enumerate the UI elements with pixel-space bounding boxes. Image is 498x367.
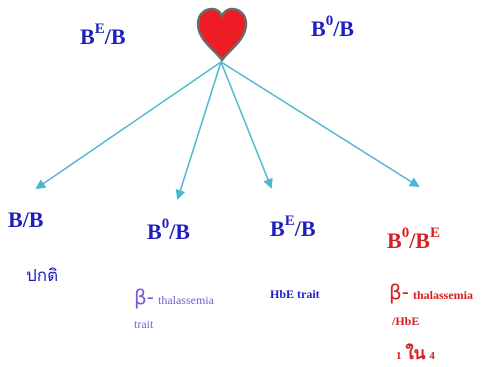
arrow-to-offspring-4 bbox=[220, 61, 420, 188]
arrow-to-offspring-3 bbox=[220, 61, 273, 189]
offspring-2-genotype: B0/B bbox=[147, 216, 190, 245]
offspring-1-label: ปกติ bbox=[26, 266, 59, 286]
offspring-4-label-line2: /HbE bbox=[392, 314, 420, 328]
offspring-2-label-line2: trait bbox=[134, 317, 154, 331]
heart-icon bbox=[196, 7, 248, 62]
beta-symbol: β- bbox=[134, 285, 154, 309]
arrow-to-offspring-2 bbox=[175, 61, 222, 200]
offspring-1-genotype: B/B bbox=[8, 207, 44, 232]
offspring-4-genotype: B0/BE bbox=[387, 225, 440, 254]
offspring-4-probability: 1 ใน 4 bbox=[396, 344, 435, 364]
offspring-4-label: β- thalassemia bbox=[389, 280, 473, 304]
beta-symbol: β- bbox=[389, 280, 409, 304]
arrow-to-offspring-1 bbox=[35, 61, 222, 190]
offspring-2-label-word: thalassemia bbox=[157, 293, 214, 307]
offspring-3-label: HbE trait bbox=[270, 287, 320, 301]
offspring-3-genotype: BE/B bbox=[270, 213, 316, 242]
parent-right-genotype: B0/B bbox=[311, 13, 354, 42]
offspring-2-label: β- thalassemia bbox=[134, 285, 214, 309]
offspring-4-label-word: thalassemia bbox=[412, 288, 473, 302]
parent-left-genotype: BE/B bbox=[80, 21, 126, 50]
